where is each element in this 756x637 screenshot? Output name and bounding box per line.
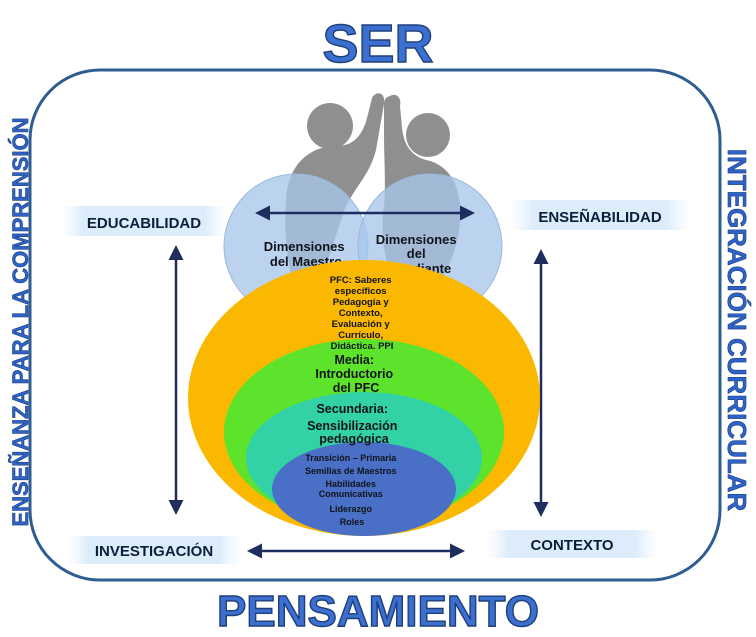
svg-text:INVESTIGACIÓN: INVESTIGACIÓN: [95, 542, 213, 560]
label-investigacion: INVESTIGACIÓN: [68, 536, 240, 564]
label-media: Media: Introductorio del PFC: [315, 353, 396, 395]
title-ensenanza-comprension: ENSEÑANZA PARA LA COMPRENSIÓN: [8, 117, 33, 526]
label-secundaria: Secundaria: Sensibilización pedagógica: [307, 402, 401, 446]
svg-text:EDUCABILIDAD: EDUCABILIDAD: [87, 215, 201, 232]
title-ser: SER: [322, 14, 433, 74]
title-integracion-curricular: INTEGRACIÓN CURRICULAR: [722, 149, 752, 512]
svg-text:ENSEÑABILIDAD: ENSEÑABILIDAD: [538, 208, 662, 226]
svg-text:CONTEXTO: CONTEXTO: [530, 537, 613, 554]
level-primaria: [272, 442, 456, 536]
label-pfc: PFC: Saberes específicos Pedagogía y Con…: [330, 275, 394, 352]
title-pensamiento: PENSAMIENTO: [217, 587, 539, 636]
label-contexto: CONTEXTO: [488, 530, 656, 558]
label-primaria: Transición – Primaria Semillas de Maestr…: [305, 453, 399, 527]
label-educabilidad: EDUCABILIDAD: [64, 206, 224, 236]
label-ensenabilidad: ENSEÑABILIDAD: [512, 200, 688, 230]
